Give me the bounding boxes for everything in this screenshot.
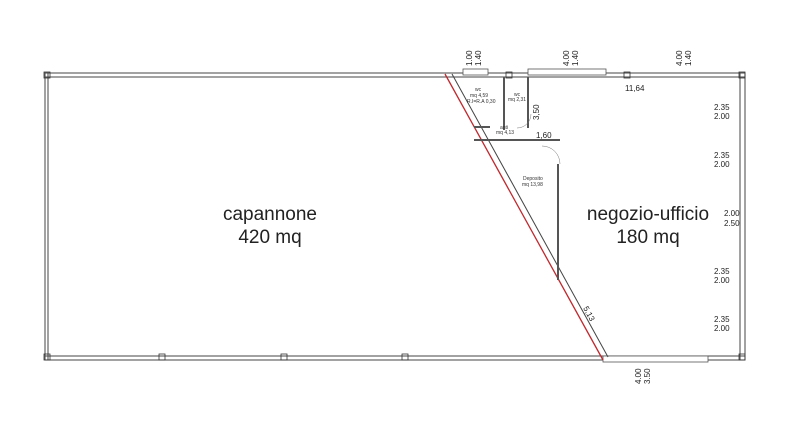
room-capannone-area: 420 mq	[238, 227, 301, 248]
anti-area: mq 4,13	[496, 130, 514, 136]
wc1-note: R.I=R.A 0,30	[467, 99, 496, 105]
svg-text:4.00: 4.00	[562, 50, 571, 66]
svg-text:4.00: 4.00	[634, 368, 643, 384]
diagonal-wall	[451, 73, 609, 358]
svg-text:1,60: 1,60	[536, 131, 552, 140]
svg-text:3.50: 3.50	[643, 368, 652, 384]
dimensions: 1.00 1.40 4.00 1.40 4.00 1.40 11,64 3,50…	[465, 50, 740, 384]
svg-text:2.35: 2.35	[714, 151, 730, 160]
wc1-name: wc	[475, 87, 482, 93]
deposito-name: Deposito	[523, 176, 543, 182]
svg-text:11,64: 11,64	[625, 84, 645, 93]
deposito-area: mq 13,98	[522, 182, 543, 188]
room-negozio-area: 180 mq	[616, 227, 679, 248]
room-negozio-name: negozio-ufficio	[587, 204, 709, 225]
anti-name: anti	[500, 125, 508, 131]
wc1-area: mq 4,59	[470, 93, 488, 99]
svg-text:4.00: 4.00	[675, 50, 684, 66]
svg-text:1.00: 1.00	[465, 50, 474, 66]
svg-text:1.40: 1.40	[474, 50, 483, 66]
svg-text:1.40: 1.40	[571, 50, 580, 66]
svg-text:2.00: 2.00	[714, 112, 730, 121]
diagonal-wall-red	[444, 73, 604, 361]
svg-text:2.00: 2.00	[724, 209, 740, 218]
svg-text:2.35: 2.35	[714, 103, 730, 112]
svg-text:2.00: 2.00	[714, 324, 730, 333]
svg-text:3,50: 3,50	[532, 104, 541, 120]
svg-text:2.00: 2.00	[714, 160, 730, 169]
svg-text:2.50: 2.50	[724, 219, 740, 228]
svg-text:2.35: 2.35	[714, 267, 730, 276]
svg-text:2.35: 2.35	[714, 315, 730, 324]
wc2-name: wc	[514, 92, 521, 98]
svg-text:5,13: 5,13	[581, 305, 597, 323]
svg-text:2.00: 2.00	[714, 276, 730, 285]
svg-text:1.40: 1.40	[684, 50, 693, 66]
wc2-area: mq 2,31	[508, 97, 526, 103]
interior-walls	[474, 77, 560, 280]
room-capannone-name: capannone	[223, 204, 317, 225]
pillars	[43, 71, 746, 361]
